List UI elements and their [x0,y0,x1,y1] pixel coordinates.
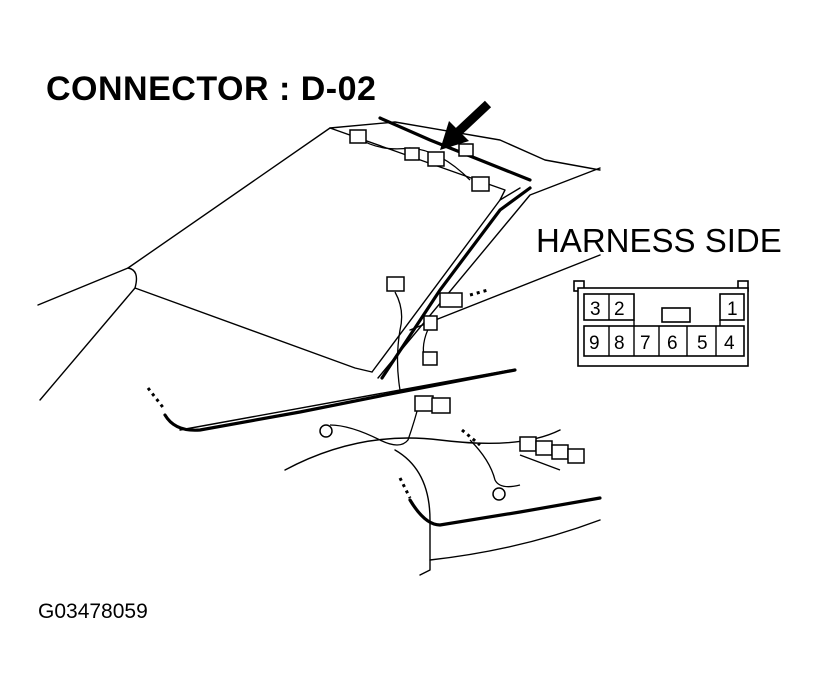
roof-harness [378,116,532,182]
figure-id: G03478059 [38,600,148,623]
hood-line [39,287,136,401]
harness-side-label: HARNESS SIDE [536,222,782,259]
pin-5: 5 [697,333,708,354]
connector-title: CONNECTOR : D-02 [46,70,377,108]
connector-face-diagram: 3 2 1 9 8 7 6 5 4 [573,280,749,367]
pin-3: 3 [590,299,601,320]
pillar-harness [380,186,532,380]
pin-7: 7 [640,333,651,354]
pin-9: 9 [589,333,600,354]
a-pillar-inner [371,187,521,373]
lower-harness [408,496,602,527]
pin-6: 6 [667,333,678,354]
roof-line [37,121,601,306]
upper-harness [163,368,517,432]
pin-8: 8 [614,333,625,354]
pin-4: 4 [724,333,735,354]
pointer-arrow-icon [440,100,492,150]
a-pillar-outer [377,167,601,379]
pin-2: 2 [614,299,625,320]
lower-curve [394,449,431,576]
rocker-line [429,519,601,561]
windshield-outer [127,267,373,373]
pin-1: 1 [727,299,738,320]
pillar-side [409,254,601,331]
